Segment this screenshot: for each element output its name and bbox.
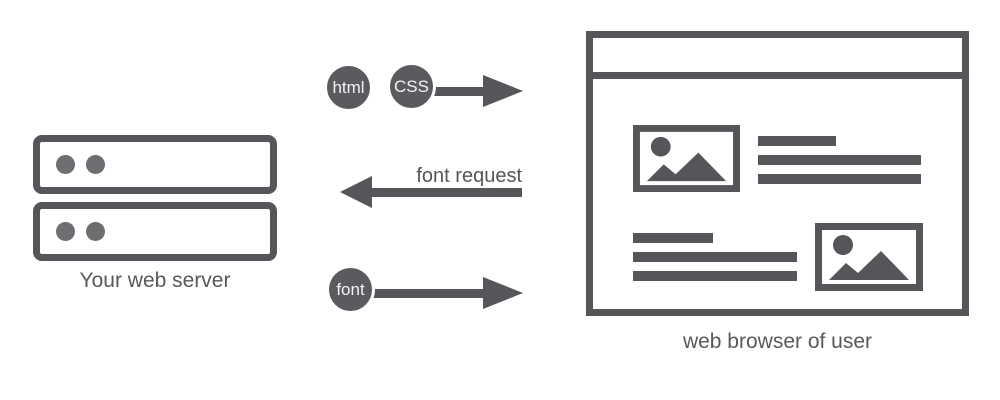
server-led-icon xyxy=(56,222,75,241)
text-line xyxy=(633,233,713,243)
text-line xyxy=(633,252,797,262)
text-line xyxy=(758,136,836,146)
font-request-label: font request xyxy=(416,165,522,187)
sun-icon xyxy=(833,235,853,255)
font-badge-label: font xyxy=(336,279,365,299)
browser-label: web browser of user xyxy=(682,330,873,353)
server-led-icon xyxy=(86,155,105,174)
browser-titlebar xyxy=(593,38,962,79)
arrow-left-shaft xyxy=(371,188,522,197)
server-led-icon xyxy=(86,222,105,241)
arrow-right-shaft xyxy=(354,289,484,298)
mountain-icon xyxy=(829,251,909,280)
image-frame xyxy=(815,223,923,291)
server-unit-bottom xyxy=(33,202,277,261)
server-unit-top xyxy=(33,135,277,194)
font-badge: font xyxy=(326,265,375,314)
arrow-right-shaft xyxy=(410,87,484,96)
arrow-left-icon xyxy=(340,176,372,208)
arrow-right-icon xyxy=(483,277,523,309)
css-badge-label: CSS xyxy=(394,76,429,96)
server-label: Your web server xyxy=(79,269,231,292)
sun-icon xyxy=(650,136,671,157)
text-line xyxy=(758,155,921,165)
text-line xyxy=(758,174,921,184)
image-placeholder-icon xyxy=(633,125,740,192)
css-badge: CSS xyxy=(387,62,436,111)
mountain-icon xyxy=(646,152,727,182)
html-badge-label: html xyxy=(332,77,365,97)
html-badge: html xyxy=(324,63,373,112)
image-placeholder-icon xyxy=(815,223,923,291)
text-line xyxy=(633,271,797,281)
browser-window-icon xyxy=(586,31,969,316)
arrow-right-icon xyxy=(483,75,523,107)
server-led-icon xyxy=(56,155,75,174)
image-frame xyxy=(633,125,740,192)
